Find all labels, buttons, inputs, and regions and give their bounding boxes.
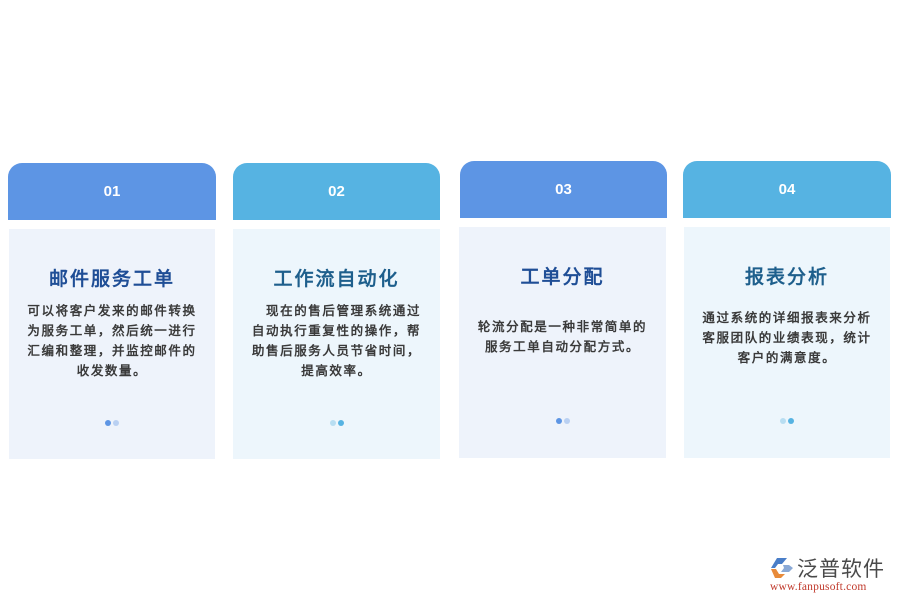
fanpu-logo-icon [771,558,793,578]
brand-url: www.fanpusoft.com [770,581,867,593]
pagination-dots [684,418,890,424]
feature-card-report-analysis: 04 报表分析 通过系统的详细报表来分析 客服团队的业绩表现，统计 客户的满意度… [683,161,891,458]
feature-card-ticket-assignment: 03 工单分配 轮流分配是一种非常简单的 服务工单自动分配方式。 [459,161,667,458]
card-number-header: 01 [8,163,216,220]
card-number-header: 04 [683,161,891,218]
fanpusoft-logo: 泛普软件 www.fanpusoft.com [770,553,895,593]
card-title: 工作流自动化 [273,268,400,290]
card-number: 02 [328,183,345,200]
card-number-header: 03 [460,161,667,218]
brand-name: 泛普软件 [797,557,885,581]
card-description: 可以将客户发来的邮件转换 为服务工单，然后统一进行 汇编和整理，并监控邮件的 收… [27,303,197,378]
dot-active[interactable] [105,420,111,426]
card-body: 工作流自动化 现在的售后管理系统通过 自动执行重复性的操作，帮 助售后服务人员节… [233,229,440,459]
pagination-dots [459,418,666,424]
feature-card-email-ticket: 01 邮件服务工单 可以将客户发来的邮件转换 为服务工单，然后统一进行 汇编和整… [8,163,216,460]
card-body: 工单分配 轮流分配是一种非常简单的 服务工单自动分配方式。 [459,227,666,458]
card-body: 报表分析 通过系统的详细报表来分析 客服团队的业绩表现，统计 客户的满意度。 [684,227,890,458]
card-description: 通过系统的详细报表来分析 客服团队的业绩表现，统计 客户的满意度。 [702,310,872,365]
card-title: 报表分析 [744,266,829,288]
dot-active[interactable] [788,418,794,424]
pagination-dots [9,420,215,426]
card-number: 03 [555,181,572,198]
pagination-dots [233,420,440,426]
card-title: 工单分配 [520,266,605,288]
dot-inactive[interactable] [563,418,570,424]
card-number: 01 [103,183,121,200]
card-description: 轮流分配是一种非常简单的 服务工单自动分配方式。 [477,319,648,354]
dot-inactive[interactable] [113,420,119,426]
dot-active[interactable] [555,418,562,424]
dot-active[interactable] [337,420,344,426]
dot-inactive[interactable] [780,418,786,424]
card-description: 现在的售后管理系统通过 自动执行重复性的操作，帮 助售后服务人员节省时间， 提高… [251,303,422,378]
card-number: 04 [778,181,796,198]
card-title: 邮件服务工单 [48,268,175,290]
feature-card-workflow-automation: 02 工作流自动化 现在的售后管理系统通过 自动执行重复性的操作，帮 助售后服务… [233,163,440,460]
card-number-header: 02 [233,163,440,220]
card-body: 邮件服务工单 可以将客户发来的邮件转换 为服务工单，然后统一进行 汇编和整理，并… [9,229,215,459]
dot-inactive[interactable] [329,420,336,426]
